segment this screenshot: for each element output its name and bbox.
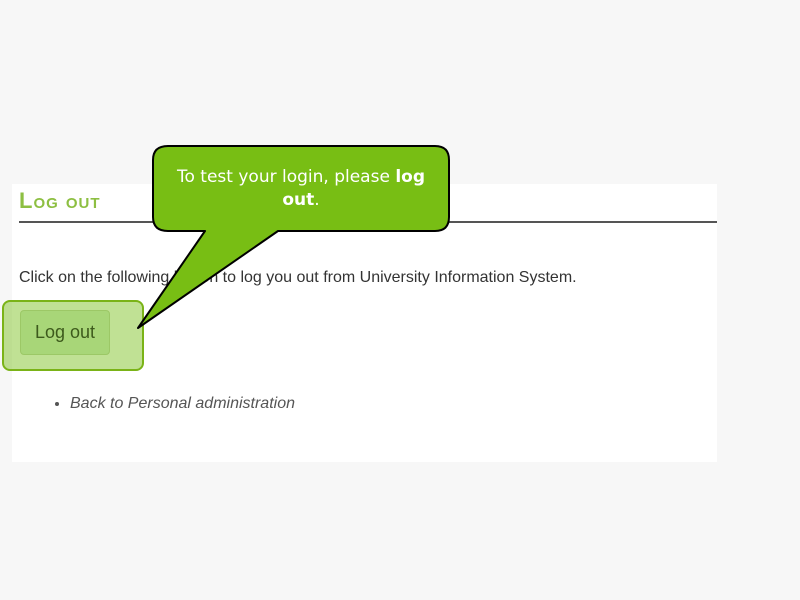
page-title: Log out xyxy=(19,188,101,213)
callout-text-end: . xyxy=(314,190,320,210)
title-divider xyxy=(19,221,717,223)
logout-description: Click on the following button to log you… xyxy=(19,269,577,286)
list-item: Back to Personal administration xyxy=(70,395,295,413)
logout-panel: Log out Click on the following button to… xyxy=(12,184,717,462)
links-list: Back to Personal administration xyxy=(50,395,295,413)
logout-button[interactable]: Log out xyxy=(20,310,110,355)
callout-text: To test your login, please log out. xyxy=(160,166,442,212)
back-to-personal-administration-link[interactable]: Back to Personal administration xyxy=(70,395,295,412)
callout-text-part: To test your login, please xyxy=(177,167,396,187)
